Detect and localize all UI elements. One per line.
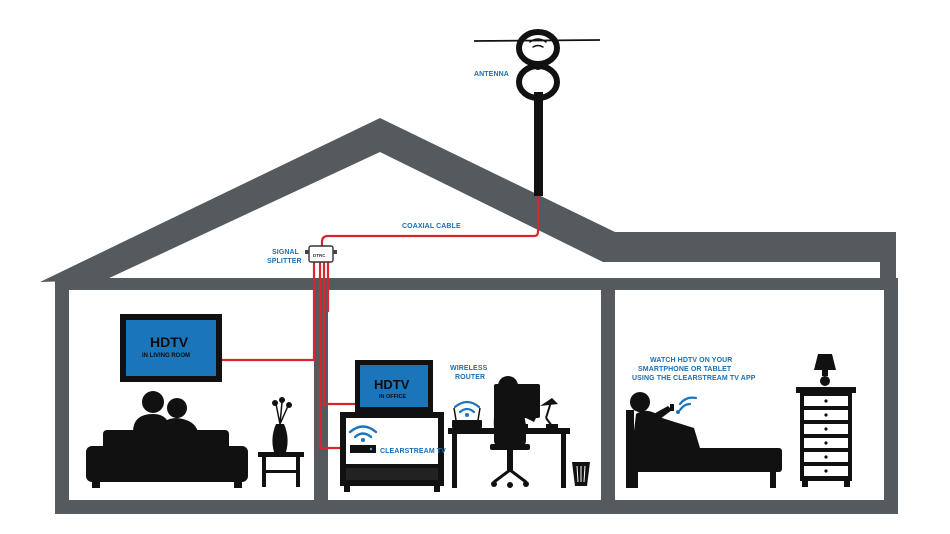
- signal-splitter-label-2: SPLITTER: [267, 258, 302, 265]
- left-wall: [55, 278, 69, 514]
- coaxial-cables: COAXIAL CABLE: [222, 196, 540, 450]
- phone-wifi-icon: [676, 396, 698, 414]
- app-caption-line-1: WATCH HDTV ON YOUR: [650, 357, 732, 364]
- antenna: ANTENNA: [473, 29, 601, 196]
- wireless-router-label-2: ROUTER: [455, 374, 485, 381]
- office: HDTV IN OFFICE CLEARSTREAM TV: [340, 360, 590, 492]
- app-caption-line-2: SMARTPHONE OR TABLET: [638, 366, 732, 373]
- app-caption-line-3: USING THE CLEARSTREAM TV APP: [632, 375, 756, 382]
- dresser: [796, 387, 856, 487]
- office-tv-title: HDTV: [374, 377, 410, 392]
- floor: [55, 500, 898, 514]
- signal-splitter-label-1: SIGNAL: [272, 249, 300, 256]
- waste-bin: [572, 462, 590, 486]
- side-table: [258, 452, 304, 487]
- bed: [626, 410, 782, 488]
- right-wall: [884, 278, 898, 514]
- bedroom: WATCH HDTV ON YOUR SMARTPHONE OR TABLET …: [626, 354, 856, 488]
- divider-wall-right: [601, 290, 615, 500]
- sofa: [86, 430, 248, 488]
- living-room: HDTV IN LIVING ROOM: [86, 314, 304, 488]
- desk-lamp: [540, 398, 558, 428]
- coaxial-cable-label: COAXIAL CABLE: [402, 223, 461, 230]
- bedroom-person-silhouette: [630, 392, 700, 448]
- router-wifi-icon: [453, 400, 481, 417]
- cable-to-office-tv: [322, 262, 355, 406]
- clearstream-tv-label: CLEARSTREAM TV: [380, 448, 446, 455]
- roof: [40, 118, 896, 282]
- office-tv-screen: [360, 365, 428, 407]
- cable-to-clearstream-tv: [318, 262, 342, 450]
- living-room-tv: HDTV IN LIVING ROOM: [120, 314, 222, 382]
- wireless-router-label-1: WIRELESS: [450, 365, 488, 372]
- living-room-tv-screen: [126, 320, 216, 376]
- table-lamp: [814, 354, 836, 386]
- antenna-upper-loop: [516, 29, 560, 67]
- clearstream-tv-box: CLEARSTREAM TV: [348, 425, 446, 455]
- office-tv-subtitle: IN OFFICE: [379, 394, 407, 400]
- office-tv: HDTV IN OFFICE: [355, 360, 433, 412]
- couple-silhouette: [133, 391, 198, 432]
- house-structure: [40, 118, 898, 514]
- signal-splitter: DTRC SIGNAL SPLITTER: [267, 245, 337, 265]
- office-chair: [490, 420, 530, 488]
- wireless-router: WIRELESS ROUTER: [450, 365, 488, 428]
- splitter-brand-text: DTRC: [313, 253, 326, 258]
- clearstream-wifi-icon: [348, 425, 378, 442]
- living-room-tv-title: HDTV: [150, 334, 189, 350]
- antenna-mast: [534, 92, 543, 196]
- flower-vase: [272, 397, 292, 452]
- smartphone-icon: [670, 404, 674, 411]
- antenna-label: ANTENNA: [474, 71, 509, 78]
- ceiling-beam: [55, 278, 898, 290]
- living-room-tv-subtitle: IN LIVING ROOM: [142, 353, 190, 359]
- cable-to-living-room: [222, 262, 316, 362]
- coaxial-cable-main: [320, 196, 540, 246]
